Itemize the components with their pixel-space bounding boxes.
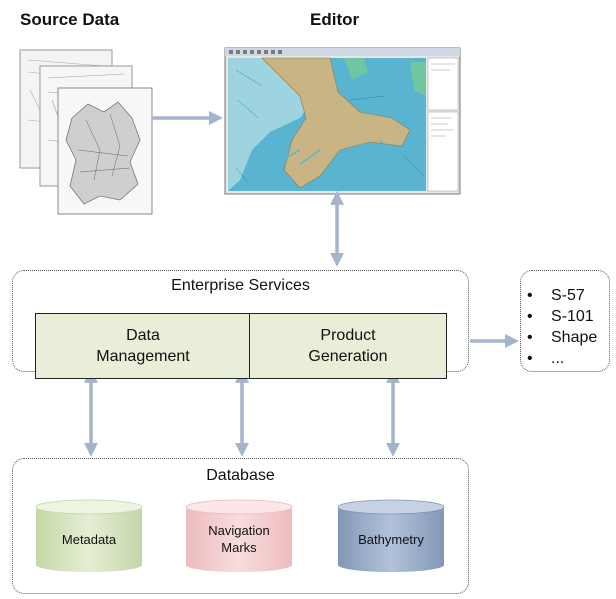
product-generation-panel: Product Generation [249, 313, 447, 379]
bathymetry-cylinder [337, 499, 445, 572]
editor-properties-panel [427, 57, 459, 111]
bathymetry-label: Bathymetry [358, 531, 424, 547]
editor-map-rivers [281, 139, 399, 173]
editor-heading: Editor [310, 10, 360, 29]
format-item: S-101 [521, 306, 597, 327]
output-formats-list: S-57 S-101 Shape ... [521, 285, 597, 369]
source-data-heading: Source Data [20, 10, 120, 29]
navigation-marks-cylinder [185, 499, 293, 572]
enterprise-services-title: Enterprise Services [171, 277, 310, 294]
editor-toolbar [225, 48, 460, 56]
format-item: S-57 [521, 285, 597, 306]
data-management-panel: Data Management [35, 313, 251, 379]
editor-map-green-area [344, 58, 368, 80]
format-item: ... [521, 348, 597, 369]
scanned-chart-sheet-front [57, 87, 153, 215]
editor-map-soundings [235, 69, 425, 183]
metadata-cylinder [35, 499, 143, 572]
output-formats-box: S-57 S-101 Shape ... [520, 270, 610, 372]
editor-toolbar-icons [229, 50, 282, 54]
editor-layers-panel [427, 111, 459, 192]
metadata-label: Metadata [61, 531, 117, 547]
database-title: Database [206, 467, 275, 484]
database-box: Database [12, 458, 469, 594]
format-item: Shape [521, 327, 597, 348]
navigation-marks-label: Navigation Marks [208, 523, 270, 555]
